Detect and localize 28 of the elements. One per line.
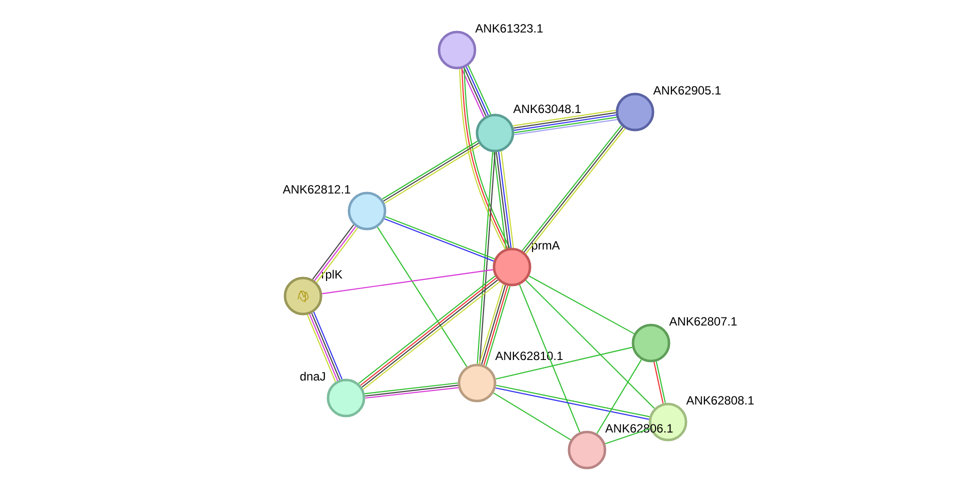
- node-label: ANK62905.1: [653, 86, 721, 95]
- connector: [596, 359, 642, 434]
- node-label: ANK62806.1: [605, 424, 673, 433]
- connector: [605, 428, 650, 444]
- connector: [525, 280, 655, 409]
- connector: [498, 152, 512, 248]
- node-label: ANK62812.1: [282, 185, 350, 194]
- node-label: ANK62808.1: [686, 396, 754, 405]
- connector: [364, 382, 458, 394]
- node-label: dnaJ: [300, 372, 325, 381]
- connector: [365, 384, 458, 397]
- connector: [322, 269, 494, 294]
- connector: [519, 284, 580, 432]
- node-label: ANK62807.1: [669, 317, 737, 326]
- connector: [653, 362, 664, 404]
- connector: [493, 152, 507, 249]
- connector: [377, 226, 468, 367]
- connector: [496, 152, 510, 248]
- connector: [528, 276, 634, 334]
- connector: [365, 387, 458, 399]
- node-label: ANK61323.1: [475, 24, 543, 33]
- node-label: ANK63048.1: [513, 104, 581, 114]
- connector: [500, 151, 514, 248]
- node-label: rplK: [322, 270, 342, 281]
- connector: [493, 392, 571, 440]
- connector: [496, 346, 632, 380]
- node-label: prmA: [532, 241, 560, 252]
- connector: [656, 361, 666, 404]
